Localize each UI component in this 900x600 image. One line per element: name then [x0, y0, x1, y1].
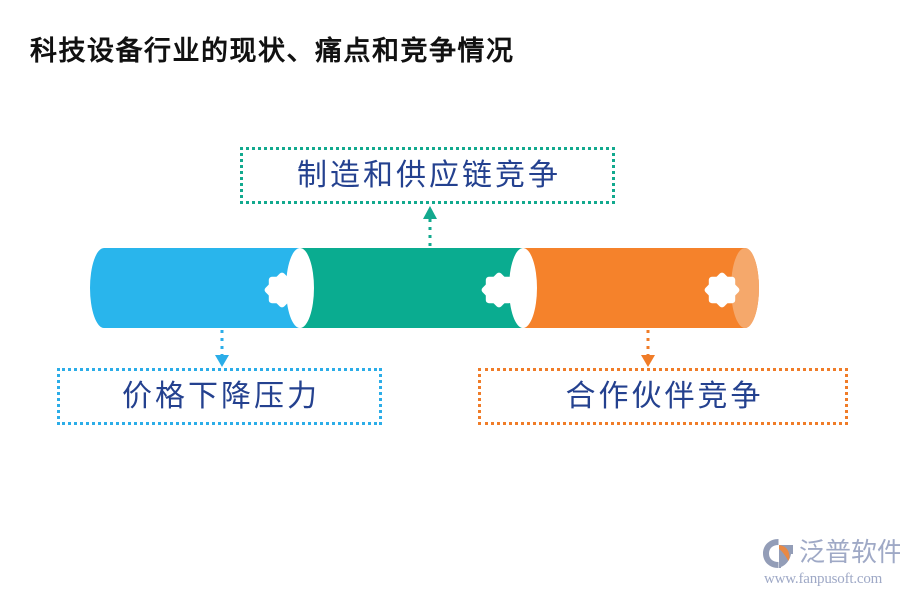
callout-partner-competition[interactable]: 合作伙伴竞争 [478, 368, 848, 425]
page-title: 科技设备行业的现状、痛点和竞争情况 [30, 36, 515, 66]
logo-row: 泛普软件 [762, 536, 900, 570]
callout-manufacturing-supply-chain[interactable]: 制造和供应链竞争 [240, 147, 615, 204]
fanpu-swoosh-logo-icon [763, 538, 793, 568]
segment-teal [300, 248, 523, 328]
cylinder-end-cap [731, 248, 759, 328]
logo-name: 泛普软件 [799, 538, 900, 567]
logo-url: www.fanpusoft.com [764, 571, 883, 587]
eight-point-star-icon [703, 271, 741, 309]
connector-teal-up [423, 206, 437, 246]
callout-price-pressure[interactable]: 价格下降压力 [57, 368, 382, 425]
eight-point-star-icon [263, 271, 301, 309]
segment-blue [90, 248, 300, 328]
eight-point-star-icon [480, 271, 518, 309]
callout-label: 价格下降压力 [122, 379, 320, 413]
callout-label: 合作伙伴竞争 [565, 379, 764, 413]
watermark-logo: 泛普软件 www.fanpusoft.com [762, 536, 900, 592]
segment-orange [523, 248, 759, 328]
callout-label: 制造和供应链竞争 [297, 158, 561, 192]
connector-blue-down [215, 330, 229, 367]
connector-orange-down [641, 330, 655, 367]
